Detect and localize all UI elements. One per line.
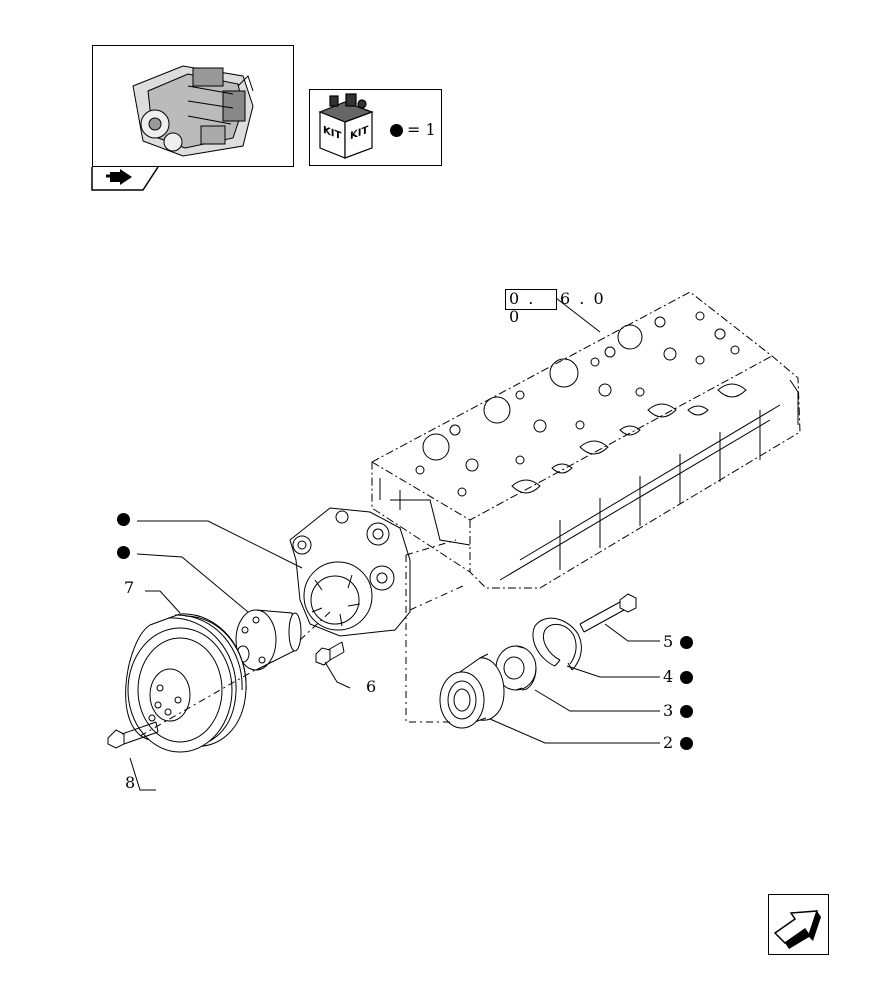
callout-dot-hub xyxy=(117,546,130,559)
callout-2-kit-dot xyxy=(680,737,693,750)
callout-3: 3 xyxy=(663,701,674,720)
reference-code-box[interactable]: 0 . 0 xyxy=(505,289,557,326)
bolt-6 xyxy=(315,641,345,666)
arrow-back-icon[interactable] xyxy=(91,166,159,191)
bolt-8 xyxy=(107,721,159,749)
leader-lines xyxy=(129,297,660,791)
arrow-next-icon xyxy=(773,910,821,949)
engine-thumbnail-frame[interactable] xyxy=(92,45,294,167)
kit-box-icon xyxy=(318,93,374,159)
bolt-5 xyxy=(579,593,637,633)
bearing-2 xyxy=(439,653,505,729)
callout-2: 2 xyxy=(663,733,674,752)
callout-4: 4 xyxy=(663,667,674,686)
water-pump-housing xyxy=(289,507,411,637)
callout-6: 6 xyxy=(366,677,377,696)
kit-legend-frame: KIT KIT = 1 xyxy=(309,89,442,166)
engine-thumbnail-icon xyxy=(132,65,254,157)
callout-5-kit-dot xyxy=(680,636,693,649)
reference-code-suffix: 6 . 0 xyxy=(560,289,606,308)
kit-legend-equals: = 1 xyxy=(407,120,436,139)
cylinder-head xyxy=(371,291,801,589)
pump-hub xyxy=(235,609,302,671)
callout-3-kit-dot xyxy=(680,705,693,718)
callout-dot-housing xyxy=(117,513,130,526)
callout-4-kit-dot xyxy=(680,671,693,684)
snap-ring-4 xyxy=(532,617,582,671)
pulley xyxy=(125,613,247,753)
next-page-button[interactable] xyxy=(768,894,829,955)
callout-5: 5 xyxy=(663,632,674,651)
alignment-lines xyxy=(139,539,466,737)
callout-8: 8 xyxy=(125,773,136,792)
callout-7: 7 xyxy=(124,578,135,597)
kit-legend-dot xyxy=(390,124,403,137)
